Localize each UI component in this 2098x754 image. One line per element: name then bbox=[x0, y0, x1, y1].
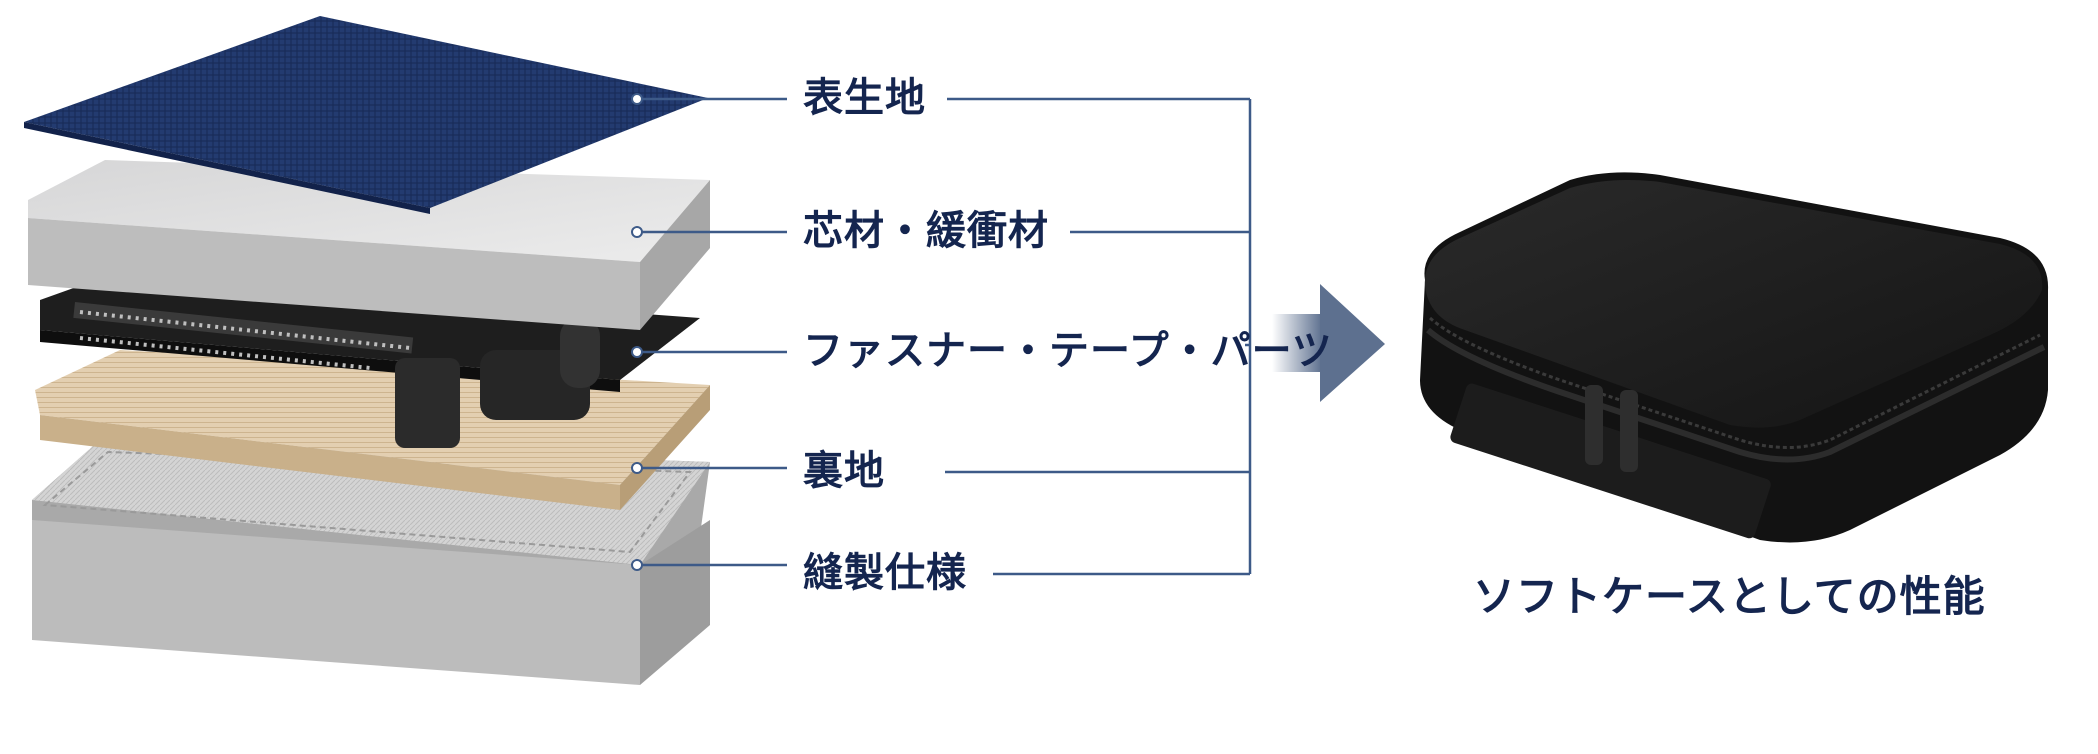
layer-label-zipper-parts: ファスナー・テープ・パーツ bbox=[803, 328, 1333, 374]
core-layer-illustration bbox=[28, 160, 710, 330]
layer-label-outer-fabric: 表生地 bbox=[803, 75, 926, 121]
leader-dots bbox=[631, 93, 643, 571]
leader-lines bbox=[637, 97, 1252, 576]
right-arrow-icon bbox=[1272, 284, 1385, 402]
soft-case-illustration bbox=[1420, 172, 2049, 543]
layer-label-sewing: 縫製仕様 bbox=[803, 550, 967, 596]
zipper-layer-illustration bbox=[40, 275, 700, 448]
outer-fabric-layer-illustration bbox=[24, 16, 708, 214]
layer-label-core: 芯材・緩衝材 bbox=[803, 208, 1049, 254]
result-caption: ソフトケースとしての性能 bbox=[1473, 572, 1986, 621]
layer-label-lining: 裏地 bbox=[803, 448, 885, 494]
